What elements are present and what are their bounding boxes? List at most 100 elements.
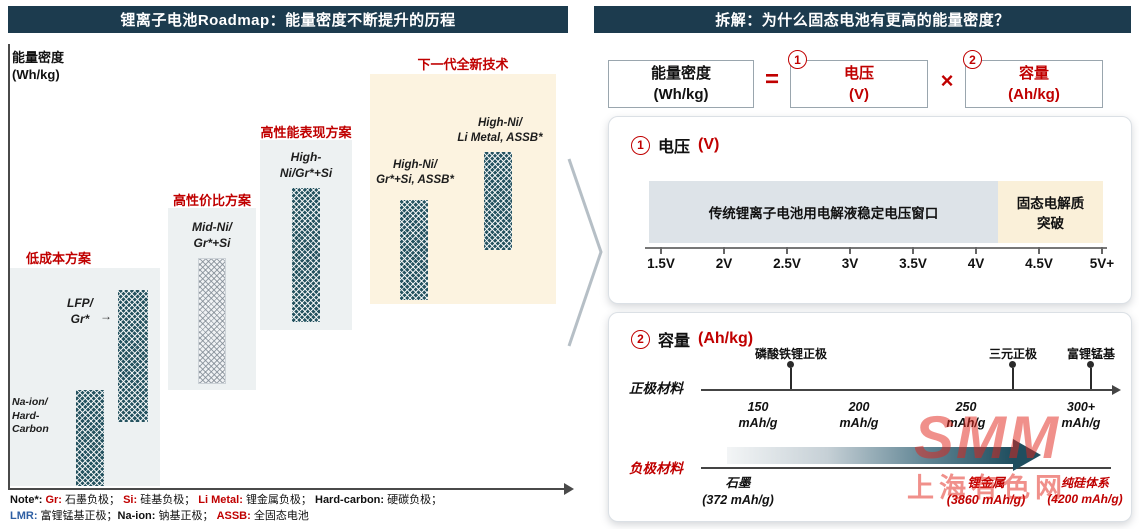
tier3-label: 高性能表现方案 — [260, 125, 352, 140]
tick-label: 4V — [967, 256, 985, 271]
anode-point-name: 锂金属 — [967, 476, 1005, 490]
marker-stem-lfp — [790, 368, 792, 389]
tick-label: 4.5V — [1025, 256, 1053, 271]
badge-1-icon: 1 — [788, 50, 807, 69]
note-limetal-abbr: Li Metal: — [198, 494, 246, 506]
bar-naion-hardcarbon — [76, 390, 104, 486]
note-si-text: 硅基负极； — [140, 494, 199, 506]
voltage-section-card: 1 电压 (V) 传统锂离子电池用电解液稳定电压窗口 固态电解质 突破 1.5V… — [608, 116, 1132, 304]
bar-highni-grsi — [292, 188, 320, 322]
anode-point-value: (4200 mAh/g) — [1047, 492, 1123, 507]
formula-voltage-box: 电压 (V) — [790, 60, 928, 108]
capacity-section-title: 2 容量 (Ah/kg) — [631, 327, 753, 351]
multiply-operator: × — [940, 68, 954, 93]
tick-label: 2V — [715, 256, 733, 271]
marker-label-lfp: 磷酸铁锂正极 — [754, 347, 827, 361]
tick-label: 5V+ — [1089, 256, 1115, 271]
cathode-axis-line — [701, 389, 1113, 391]
tick-mark — [786, 247, 788, 254]
marker-label-ternary: 三元正极 — [988, 347, 1037, 361]
cathode-scale-150: 150 mAh/g — [738, 400, 778, 431]
bar-highni-limetal-assb — [484, 152, 512, 250]
note-si-abbr: Si: — [123, 494, 141, 506]
note-lmr-abbr: LMR: — [10, 510, 41, 522]
anode-point-name: 纯硅体系 — [1060, 476, 1109, 490]
voltage-tick: 2.5V — [765, 247, 809, 271]
tick-label: 3V — [841, 256, 859, 271]
voltage-section-title: 1 电压 (V) — [631, 133, 719, 157]
tick-mark — [723, 247, 725, 254]
voltage-tick: 1.5V — [639, 247, 683, 271]
note-naion-abbr: Na-ion: — [117, 510, 159, 522]
voltage-tick: 5V+ — [1080, 247, 1124, 271]
marker-dot-lfp — [787, 361, 794, 368]
solid-electrolyte-breakthrough-segment: 固态电解质 突破 — [998, 181, 1103, 243]
bar-midni-grsi — [198, 258, 226, 384]
note-label: Note*: — [10, 494, 46, 506]
voltage-window-bar: 传统锂离子电池用电解液稳定电压窗口 固态电解质 突破 — [649, 181, 1103, 243]
footnote-line2: LMR: 富锂锰基正极；Na-ion: 钠基正极； ASSB: 全固态电池 — [10, 509, 309, 524]
tier2-label: 高性价比方案 — [172, 193, 251, 208]
marker-label-lmr: 富锂锰基 — [1066, 347, 1115, 361]
cathode-axis-arrowhead-icon — [1112, 385, 1121, 395]
tier4-item-assb2-label: High-Ni/ Li Metal, ASSB* — [457, 117, 543, 144]
capacity-gradient-arrowhead-icon — [1013, 439, 1041, 471]
voltage-title-text: 电压 — [658, 139, 691, 156]
tick-label: 1.5V — [647, 256, 675, 271]
marker-stem-ternary — [1012, 368, 1014, 389]
x-axis-line — [8, 488, 566, 490]
electrolyte-window-segment: 传统锂离子电池用电解液稳定电压窗口 — [649, 181, 998, 243]
voltage-axis-line — [645, 247, 1107, 249]
voltage-tick: 2V — [702, 247, 746, 271]
voltage-tick: 3V — [828, 247, 872, 271]
note-assb-text: 全固态电池 — [253, 510, 309, 522]
tier2-item-midni-label: Mid-Ni/ Gr*+Si — [192, 220, 232, 250]
y-axis-label: 能量密度 (Wh/kg) — [12, 50, 65, 82]
tick-mark — [1101, 247, 1103, 254]
anode-point-name: 石墨 — [725, 476, 751, 490]
tier1-label: 低成本方案 — [26, 251, 92, 266]
anode-axis-line — [701, 467, 1111, 469]
equals-operator: = — [764, 66, 779, 93]
note-limetal-text: 锂金属负极； — [245, 494, 315, 506]
tier4-box — [370, 74, 556, 304]
voltage-tick: 4V — [954, 247, 998, 271]
voltage-tick: 4.5V — [1017, 247, 1061, 271]
tick-mark — [849, 247, 851, 254]
note-hardcarbon-abbr: Hard-carbon: — [315, 494, 388, 506]
note-hardcarbon-text: 硬碳负极； — [387, 494, 443, 506]
note-gr-abbr: Gr: — [45, 494, 66, 506]
anode-point-value: (3860 mAh/g) — [946, 492, 1026, 507]
badge-1-icon: 1 — [631, 135, 650, 155]
capacity-unit-text: (Ah/kg) — [698, 330, 754, 347]
note-naion-text: 钠基正极； — [158, 510, 217, 522]
tick-label: 2.5V — [773, 256, 801, 271]
tier4-label: 下一代全新技术 — [417, 57, 509, 72]
note-gr-text: 石墨负极； — [65, 494, 124, 506]
tick-mark — [912, 247, 914, 254]
tick-label: 3.5V — [899, 256, 927, 271]
y-axis-line — [8, 44, 10, 490]
marker-dot-lmr — [1087, 361, 1094, 368]
anode-point-silicon: 纯硅体系 (4200 mAh/g) — [1038, 475, 1132, 507]
tick-mark — [660, 247, 662, 254]
tick-mark — [1038, 247, 1040, 254]
anode-point-graphite: 石墨 (372 mAh/g) — [698, 475, 778, 509]
capacity-gradient-arrow-body — [727, 447, 1013, 464]
formula-energy-density-box: 能量密度 (Wh/kg) — [608, 60, 754, 108]
anode-point-limetal: 锂金属 (3860 mAh/g) — [934, 475, 1038, 509]
cathode-scale-200: 200 mAh/g — [839, 400, 879, 431]
formula-capacity-box: 容量 (Ah/kg) — [965, 60, 1103, 108]
capacity-title-text: 容量 — [658, 333, 691, 350]
anode-point-value: (372 mAh/g) — [702, 492, 774, 507]
cathode-scale-300: 300+ mAh/g — [1061, 400, 1101, 431]
note-assb-abbr: ASSB: — [216, 510, 254, 522]
badge-2-icon: 2 — [963, 50, 982, 69]
right-panel-title: 拆解：为什么固态电池有更高的能量密度？ — [594, 6, 1131, 33]
capacity-section-card: 2 容量 (Ah/kg) 正极材料 磷酸铁锂正极 三元正极 富锂锰基 150 m… — [608, 312, 1132, 522]
tier3-item-highni-label: High- Ni/Gr*+Si — [279, 150, 333, 180]
tier1-item-naion-label: Na-ion/ Hard-Carbon — [12, 396, 49, 436]
left-panel-title: 锂离子电池Roadmap：能量密度不断提升的历程 — [8, 6, 568, 33]
voltage-tick: 3.5V — [891, 247, 935, 271]
